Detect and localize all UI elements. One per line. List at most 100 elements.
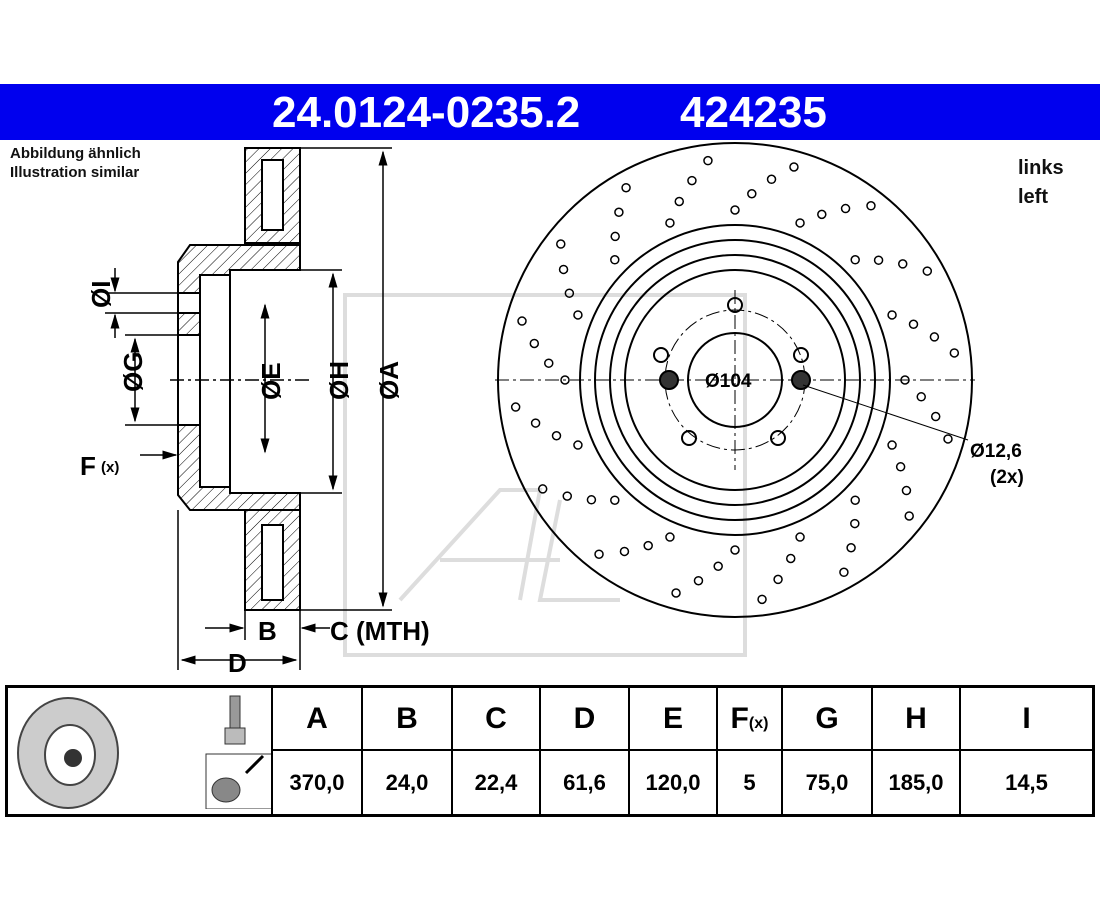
drill-hole <box>562 491 573 501</box>
side-german: links <box>1018 157 1064 179</box>
label-f: F <box>80 451 96 481</box>
drill-hole <box>619 546 630 557</box>
drill-hole <box>897 259 908 269</box>
label-a: ØA <box>374 361 404 400</box>
bolt-holes <box>653 297 811 446</box>
value-f: 5 <box>716 749 783 817</box>
part-number: 24.0124-0235.2 <box>272 88 581 137</box>
label-f-suffix: (x) <box>101 459 119 476</box>
drill-hole <box>850 495 860 505</box>
note-german: Abbildung ähnlich <box>10 145 141 162</box>
drill-hole <box>785 553 796 564</box>
label-c: C (MTH) <box>330 616 430 646</box>
drill-hole <box>693 575 704 586</box>
drill-hole <box>573 310 583 320</box>
drill-hole <box>621 182 631 193</box>
drill-hole <box>922 266 933 276</box>
value-a: 370,0 <box>271 749 363 817</box>
drill-hole <box>610 495 620 505</box>
drill-hole <box>747 189 757 199</box>
value-i: 14,5 <box>959 749 1095 817</box>
short-number: 424235 <box>680 88 827 137</box>
side-english: left <box>1018 186 1048 208</box>
drill-hole <box>586 495 597 505</box>
drill-hole <box>766 174 777 185</box>
header-f-suffix: (x) <box>748 714 769 732</box>
illustration-note: Abbildung ähnlich Illustration similar <box>10 144 141 182</box>
drill-hole <box>904 511 914 521</box>
drill-hole <box>866 201 876 211</box>
fixing-hole <box>791 370 811 390</box>
value-d: 61,6 <box>539 749 630 817</box>
drill-hole <box>610 231 620 242</box>
drill-hole <box>929 332 940 342</box>
header-a: A <box>271 685 363 752</box>
dimensions-table: A B C D E F(x) G H I 370,0 24,0 22,4 61,… <box>5 685 1095 817</box>
drill-hole <box>665 218 675 228</box>
drill-hole <box>537 484 548 494</box>
product-thumbnail <box>5 685 273 817</box>
value-c: 22,4 <box>451 749 541 817</box>
drill-hole <box>558 264 569 275</box>
dimension-lines <box>105 147 392 670</box>
bolt-hole <box>727 297 743 313</box>
header-c: C <box>451 685 541 752</box>
disc-thumbnail-icon <box>17 695 273 810</box>
drill-hole <box>573 440 583 450</box>
fixing-hole <box>659 370 679 390</box>
drill-hole <box>530 418 541 428</box>
label-e: ØE <box>256 362 286 400</box>
header-f-letter: F <box>730 701 749 735</box>
value-g: 75,0 <box>781 749 873 817</box>
drill-hole <box>916 392 926 402</box>
hole-count-label: (2x) <box>990 467 1024 488</box>
value-h: 185,0 <box>871 749 961 817</box>
ate-watermark <box>343 293 747 657</box>
drill-hole <box>560 375 570 385</box>
bolt-hole <box>681 430 697 446</box>
pcd-label: Ø104 <box>705 371 752 392</box>
drill-hole <box>930 411 941 422</box>
header-h: H <box>871 685 961 752</box>
drill-hole <box>795 218 805 228</box>
drill-hole <box>594 549 604 559</box>
drill-hole <box>757 594 767 605</box>
drill-hole <box>556 239 566 249</box>
drill-hole <box>510 402 521 412</box>
drill-hole <box>674 196 685 207</box>
side-label: links left <box>1018 154 1064 212</box>
drill-hole <box>873 255 884 265</box>
drill-hole <box>730 205 740 215</box>
drill-hole <box>544 358 554 368</box>
header-d: D <box>539 685 630 752</box>
header-g: G <box>781 685 873 752</box>
drill-hole <box>908 319 919 330</box>
drill-hole <box>687 175 697 186</box>
header-i: I <box>959 685 1095 752</box>
drill-hole <box>900 375 910 385</box>
title-bar: 24.0124-0235.2 424235 <box>0 84 1100 140</box>
drill-hole <box>730 545 740 555</box>
header-b: B <box>361 685 453 752</box>
drill-hole <box>773 574 783 585</box>
drill-hole <box>850 518 860 529</box>
drill-hole <box>614 207 624 218</box>
label-b: B <box>258 616 277 646</box>
drill-hole <box>901 485 912 496</box>
drill-hole <box>713 561 723 571</box>
technical-drawing: ØI ØG ØE ØH ØA F (x) B C (MTH) D Ø104 Ø1… <box>80 142 1024 678</box>
label-h: ØH <box>324 361 354 400</box>
front-view <box>495 142 975 618</box>
drill-hole <box>840 203 851 214</box>
drill-hole <box>887 440 897 450</box>
drilled-holes <box>510 155 960 605</box>
drill-hole <box>671 588 681 598</box>
drill-hole <box>949 348 960 358</box>
header-f: F(x) <box>716 685 783 752</box>
drill-hole <box>529 338 540 349</box>
drill-hole <box>610 255 620 265</box>
note-english: Illustration similar <box>10 164 140 181</box>
drill-hole <box>517 316 527 326</box>
drill-hole <box>887 310 897 320</box>
drill-hole <box>665 532 675 542</box>
